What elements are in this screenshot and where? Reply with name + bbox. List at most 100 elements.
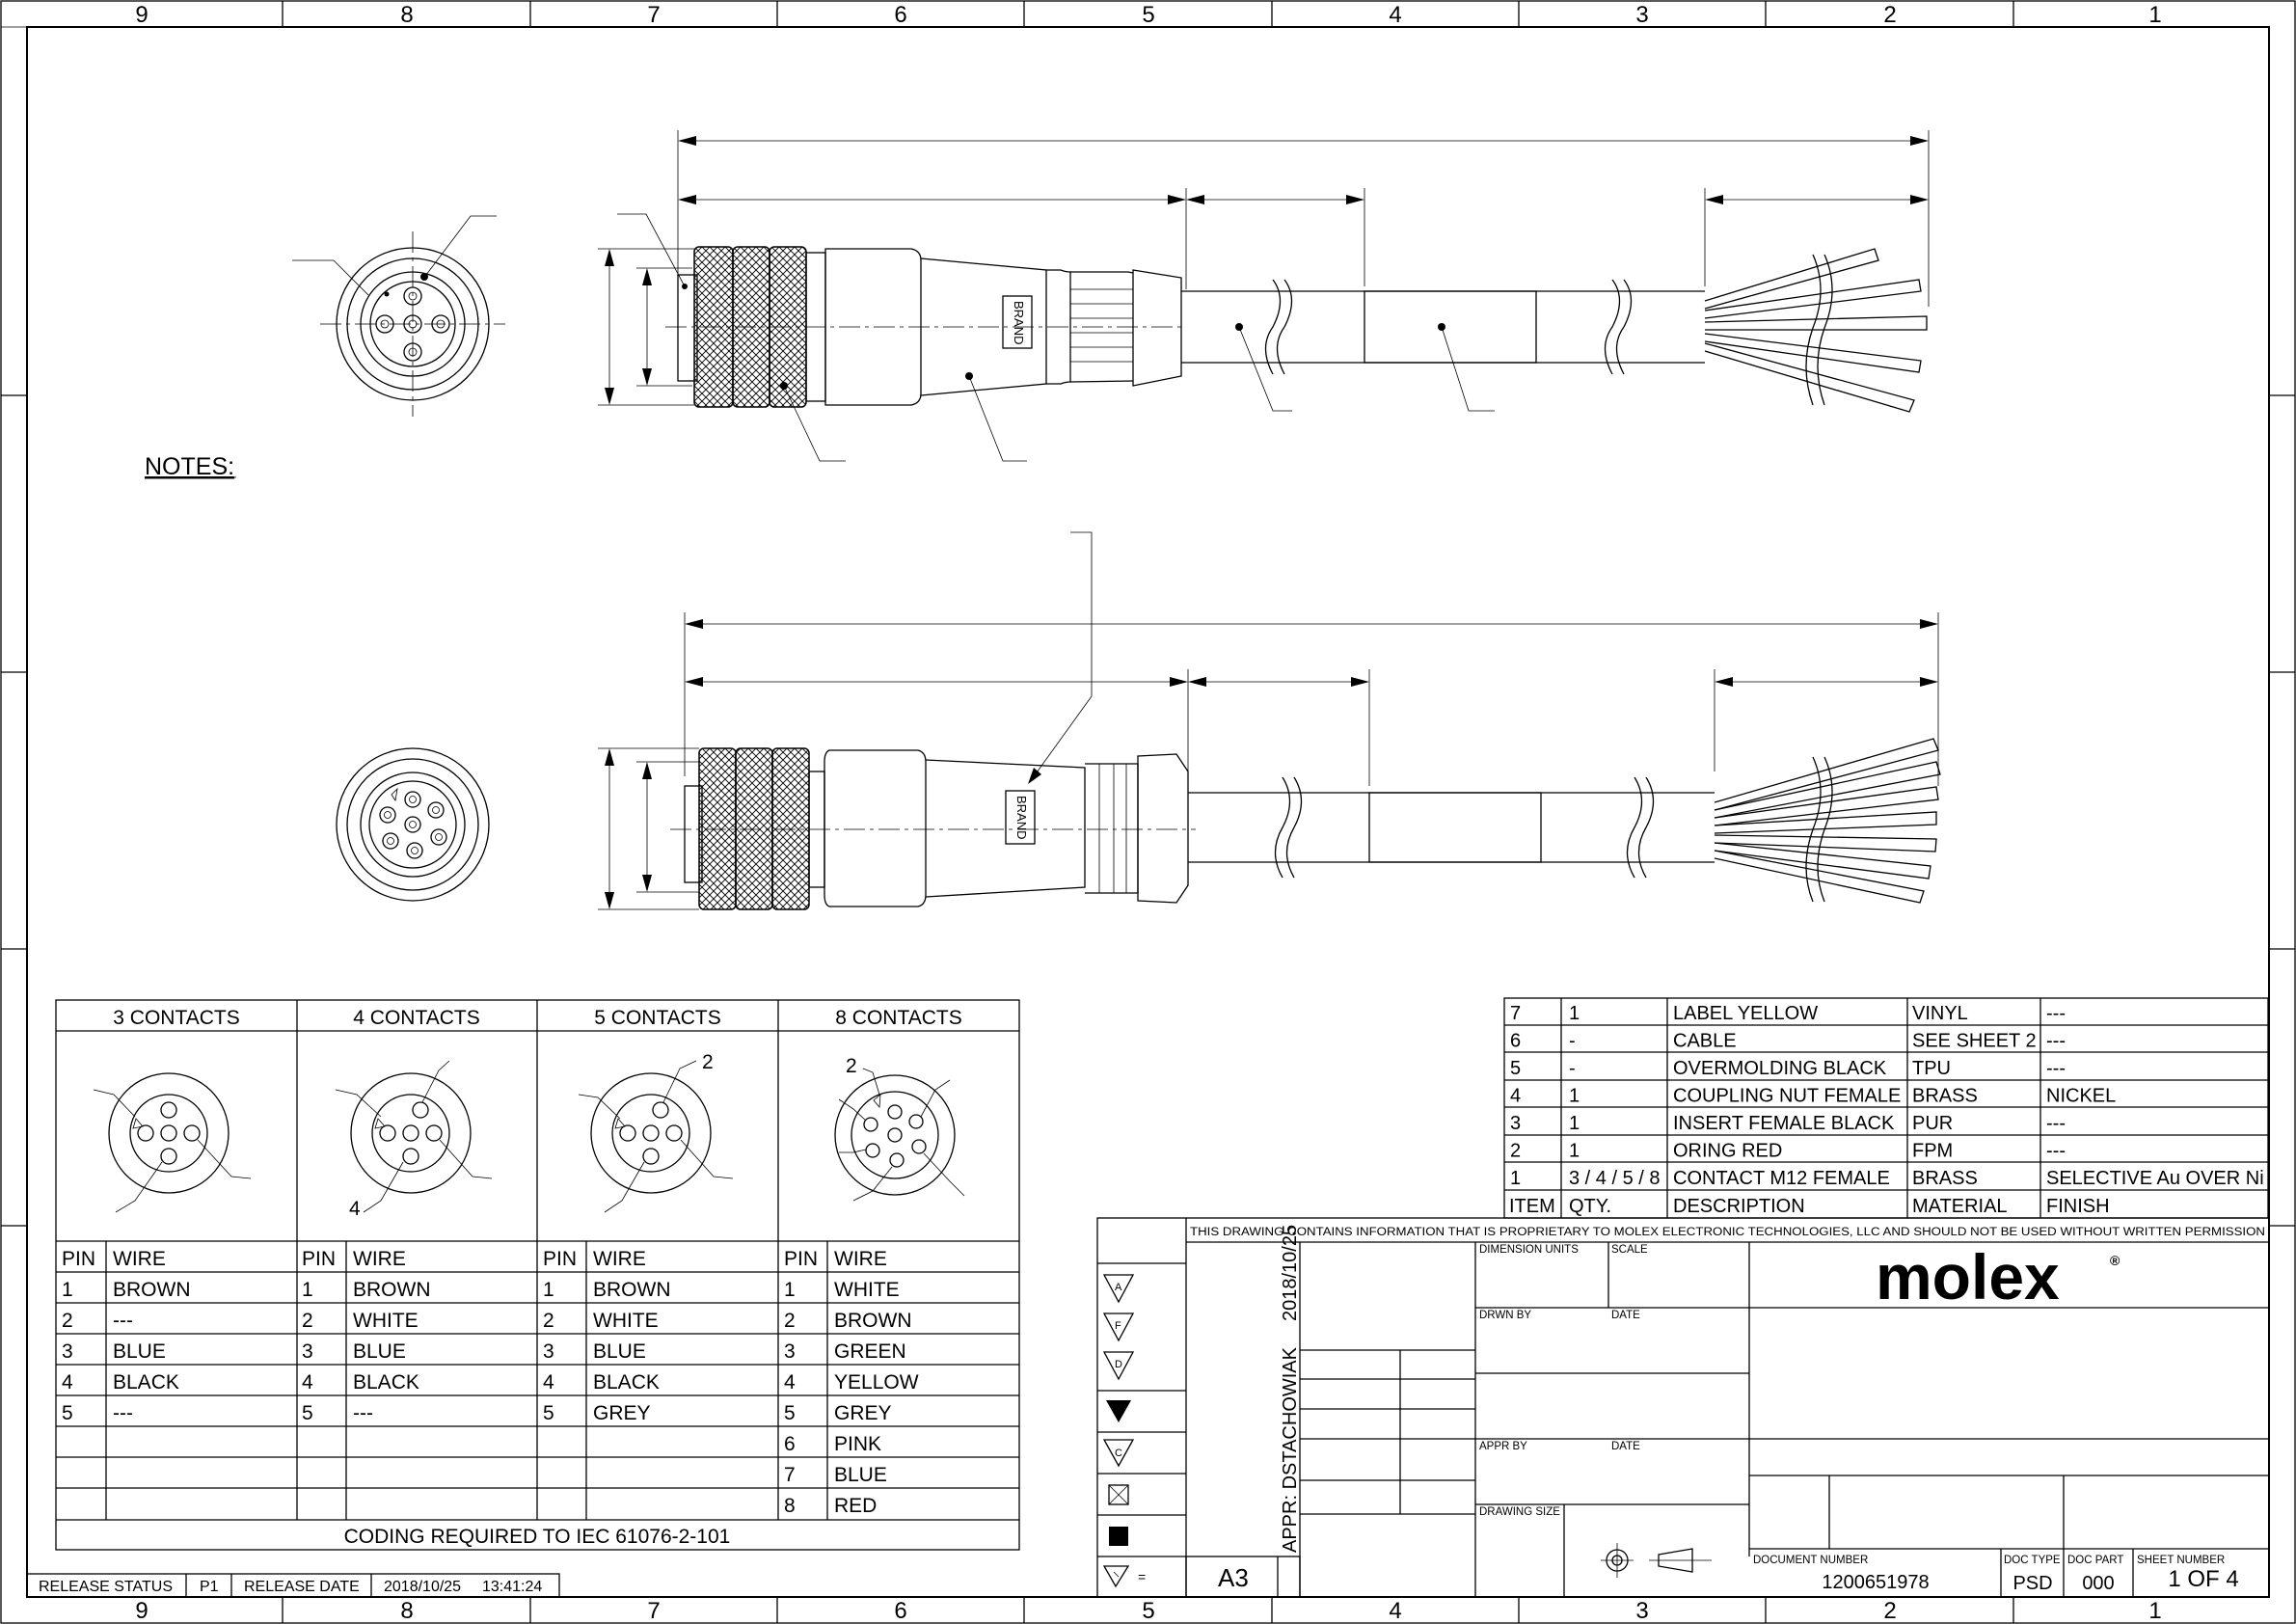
drawn-by-label: DRWN BY	[1479, 1310, 1531, 1321]
sheet-number: 1 OF 4	[2168, 1566, 2238, 1592]
zone-label: 3	[1635, 2, 1648, 28]
bom-item: 6	[1510, 1031, 1521, 1052]
pin-number: 4	[784, 1371, 796, 1394]
zone-label: 5	[1142, 1598, 1154, 1624]
zone-label: 2	[1883, 2, 1896, 28]
sheet-size: A3	[1218, 1563, 1249, 1592]
molex-logo: molex	[1876, 1241, 2060, 1313]
bom-finish: ---	[2046, 1031, 2066, 1052]
zone-label: 9	[135, 2, 148, 28]
bom-qty: 1	[1569, 1086, 1580, 1107]
symbol-d: D	[1115, 1359, 1122, 1370]
bom-finish: SELECTIVE Au OVER Ni	[2046, 1168, 2264, 1189]
notes-heading: NOTES:	[145, 453, 234, 480]
header-8-contacts: 8 CONTACTS	[835, 1007, 961, 1029]
bom-description: COUPLING NUT FEMALE	[1673, 1086, 1901, 1107]
wire-color: YELLOW	[834, 1371, 919, 1394]
wire-color: ---	[353, 1402, 373, 1424]
release-status-label: RELEASE STATUS	[39, 1579, 173, 1595]
doc-part: 000	[2082, 1573, 2114, 1594]
symbol-f: F	[1115, 1320, 1121, 1332]
wire-color: BLUE	[353, 1340, 406, 1363]
side-view-connector-top: BRAND	[598, 130, 1930, 462]
wire-color: BROWN	[113, 1279, 191, 1301]
release-status: P1	[200, 1579, 219, 1595]
pin-number: 3	[62, 1340, 73, 1363]
bom-header-material: MATERIAL	[1912, 1196, 2008, 1217]
pin-number: 3	[543, 1340, 554, 1363]
zone-label: 4	[1389, 2, 1401, 28]
doc-type: PSD	[2012, 1573, 2052, 1594]
callout-4: 4	[349, 1198, 361, 1220]
projection-symbol	[1601, 1543, 1712, 1578]
wire-color: BROWN	[834, 1310, 912, 1332]
bom-material: SEE SHEET 2	[1912, 1031, 2037, 1052]
document-number: 1200651978	[1822, 1572, 1929, 1593]
wire-header: WIRE	[834, 1248, 887, 1270]
pin-header: PIN	[543, 1248, 577, 1270]
bom-qty: -	[1569, 1058, 1576, 1079]
bom-description: OVERMOLDING BLACK	[1673, 1058, 1887, 1079]
wire-color: BLUE	[593, 1340, 646, 1363]
zone-label: 4	[1389, 1598, 1401, 1624]
wire-color: BROWN	[593, 1279, 671, 1301]
wire-color: GREEN	[834, 1340, 906, 1363]
contacts-table: 3 CONTACTS 4 CONTACTS 5 CONTACTS 8 CONTA…	[55, 999, 1020, 1551]
pin-number: 2	[784, 1310, 796, 1332]
wire-color: ---	[113, 1310, 133, 1332]
callout-2-eight: 2	[846, 1055, 857, 1077]
doc-part-label: DOC PART	[2067, 1555, 2123, 1566]
bom-finish: ---	[2046, 1003, 2066, 1024]
wire-color: PINK	[834, 1433, 881, 1455]
wire-color: GREY	[834, 1402, 892, 1424]
pin-number: 2	[62, 1310, 73, 1332]
pin-number: 8	[784, 1495, 796, 1517]
bom-material: BRASS	[1912, 1086, 1978, 1107]
title-block: THIS DRAWING CONTAINS INFORMATION THAT I…	[1096, 1217, 2270, 1598]
zone-label: 6	[894, 1598, 906, 1624]
zone-label: 7	[647, 1598, 660, 1624]
bom-item: 7	[1510, 1003, 1521, 1024]
molex-logo-mark: ®	[2110, 1253, 2120, 1268]
bom-qty: -	[1569, 1031, 1576, 1052]
bom-qty: 1	[1569, 1003, 1580, 1024]
bom-qty: 1	[1569, 1113, 1580, 1134]
bom-material: VINYL	[1912, 1003, 1968, 1024]
wire-color: BLACK	[593, 1371, 660, 1394]
release-time: 13:41:24	[482, 1579, 542, 1595]
side-view-connector-bottom: BRAND	[598, 531, 1941, 910]
brand-label-top: BRAND	[1012, 301, 1026, 345]
bom-item: 2	[1510, 1141, 1521, 1162]
face-3-contacts	[93, 1072, 252, 1213]
bom-description: CONTACT M12 FEMALE	[1673, 1168, 1890, 1189]
bom-header-finish: FINISH	[2046, 1196, 2110, 1217]
bom-header-item: ITEM	[1509, 1196, 1555, 1217]
vertical-approver: APPR: DSTACHOWIAK	[1280, 1346, 1301, 1553]
brand-label-bottom: BRAND	[1014, 796, 1029, 840]
symbol-a: A	[1115, 1282, 1122, 1293]
pin-number: 2	[543, 1310, 554, 1332]
release-strip: RELEASE STATUS P1 RELEASE DATE 2018/10/2…	[26, 1573, 560, 1598]
zone-label: 5	[1142, 2, 1154, 28]
pin-number: 4	[302, 1371, 313, 1394]
wire-color: GREY	[593, 1402, 651, 1424]
wire-color: BLACK	[353, 1371, 419, 1394]
wire-color: BROWN	[353, 1279, 431, 1301]
bom-material: BRASS	[1912, 1168, 1978, 1189]
zone-label: 2	[1883, 1598, 1896, 1624]
zone-label: 8	[400, 2, 413, 28]
wire-color: WHITE	[353, 1310, 419, 1332]
release-date: 2018/10/25	[384, 1579, 461, 1595]
wire-header: WIRE	[593, 1248, 646, 1270]
wire-header: WIRE	[113, 1248, 166, 1270]
bom-qty: 3 / 4 / 5 / 8	[1569, 1168, 1661, 1189]
pin-number: 1	[62, 1279, 73, 1301]
wire-color: WHITE	[834, 1279, 900, 1301]
wire-header: WIRE	[353, 1248, 406, 1270]
pin-number: 5	[62, 1402, 73, 1424]
vertical-date: 2018/10/25	[1280, 1225, 1301, 1321]
